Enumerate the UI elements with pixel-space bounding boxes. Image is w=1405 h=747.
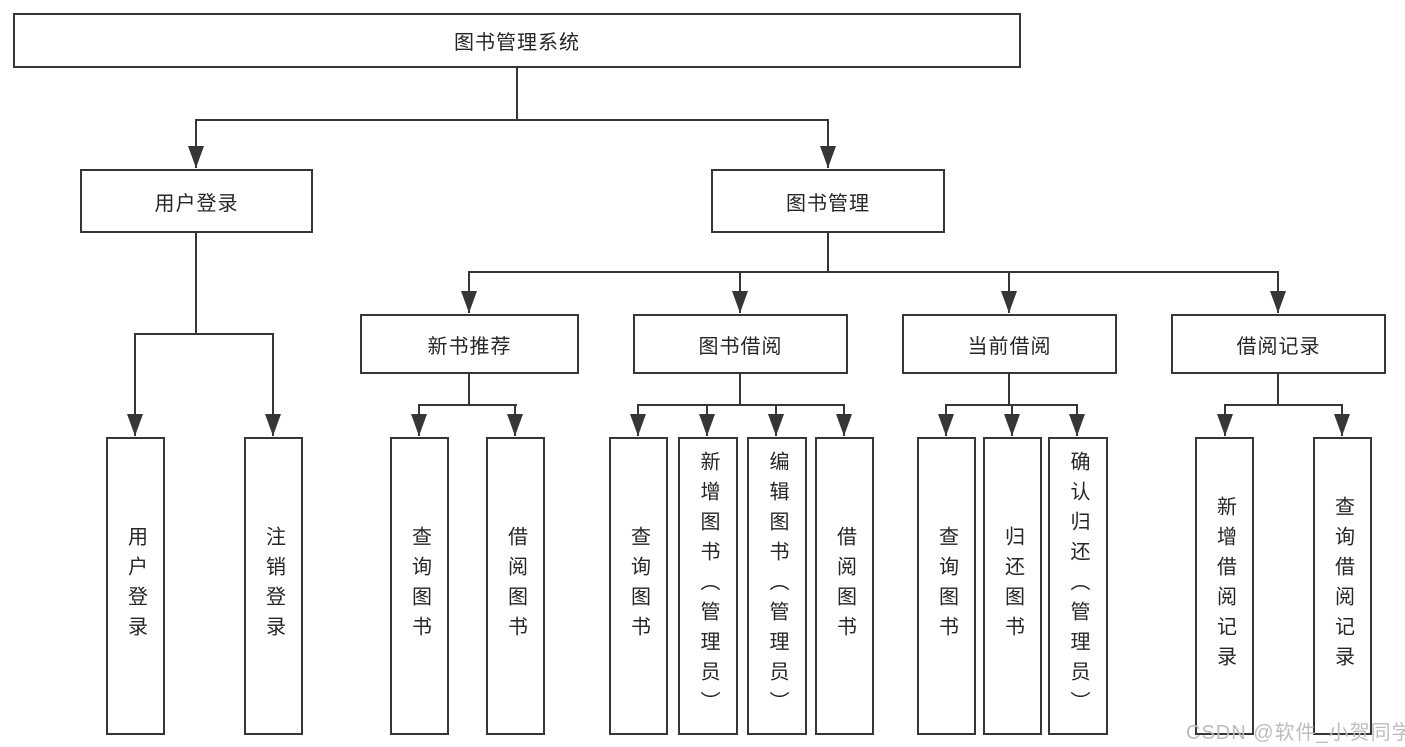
leaf-user-login: 用户登录: [106, 437, 165, 735]
connector-arrowhead: [461, 291, 477, 313]
connector-newbook-rail: [418, 404, 517, 406]
connector-bookmgmt-rail: [468, 271, 1279, 273]
leaf-confirm-return-admin: 确认归还（管理员）: [1048, 437, 1108, 735]
connector-shaft: [272, 333, 274, 436]
leaf-query-books-current: 查询图书: [917, 437, 976, 735]
leaf-add-book-admin: 新增图书（管理员）: [678, 437, 738, 735]
connector-root-stub: [516, 68, 518, 121]
connector-userlogin-rail: [134, 333, 274, 335]
connector-arrowhead: [836, 414, 852, 436]
node-new-book-recommend: 新书推荐: [360, 314, 579, 374]
connector-current-stub: [1008, 374, 1010, 406]
connector-arrowhead: [1334, 414, 1350, 436]
connector-arrowhead: [507, 414, 523, 436]
connector-records-stub: [1277, 374, 1279, 406]
connector-arrowhead: [265, 414, 281, 436]
connector-arrowhead: [1217, 414, 1233, 436]
connector-root-rail: [195, 119, 829, 121]
connector-arrowhead: [127, 414, 143, 436]
node-user-login: 用户登录: [80, 169, 313, 233]
connector-borrow-rail: [637, 404, 845, 406]
node-root: 图书管理系统: [13, 13, 1021, 68]
connector-arrowhead: [188, 146, 204, 168]
connector-arrowhead: [1069, 414, 1085, 436]
node-borrow-records: 借阅记录: [1171, 314, 1386, 374]
connector-newbook-stub: [468, 374, 470, 406]
connector-arrowhead: [630, 414, 646, 436]
connector-arrowhead: [938, 414, 954, 436]
connector-userlogin-stub: [195, 233, 197, 335]
leaf-borrow-books: 借阅图书: [815, 437, 874, 735]
connector-arrowhead: [699, 414, 715, 436]
leaf-query-borrow-record: 查询借阅记录: [1313, 437, 1372, 735]
connector-arrowhead: [1270, 291, 1286, 313]
node-current-borrow: 当前借阅: [902, 314, 1117, 374]
connector-shaft: [827, 119, 829, 168]
connector-arrowhead: [732, 291, 748, 313]
connector-bookmgmt-stub: [827, 233, 829, 273]
leaf-logout: 注销登录: [244, 437, 303, 735]
connector-shaft: [195, 119, 197, 168]
watermark: CSDN @软件_小贺同学: [1186, 722, 1405, 744]
connector-arrowhead: [768, 414, 784, 436]
leaf-query-books-recommend: 查询图书: [390, 437, 449, 735]
connector-arrowhead: [411, 414, 427, 436]
leaf-add-borrow-record: 新增借阅记录: [1195, 437, 1254, 735]
connector-arrowhead: [820, 146, 836, 168]
connector-borrow-stub: [739, 374, 741, 406]
node-book-borrow: 图书借阅: [633, 314, 848, 374]
connector-arrowhead: [1001, 291, 1017, 313]
node-book-management: 图书管理: [711, 169, 945, 233]
leaf-edit-book-admin: 编辑图书（管理员）: [747, 437, 807, 735]
connector-records-rail: [1224, 404, 1343, 406]
connector-shaft: [134, 333, 136, 436]
leaf-return-book: 归还图书: [983, 437, 1042, 735]
leaf-query-books-borrow: 查询图书: [609, 437, 668, 735]
leaf-borrow-books-recommend: 借阅图书: [486, 437, 545, 735]
connector-arrowhead: [1004, 414, 1020, 436]
